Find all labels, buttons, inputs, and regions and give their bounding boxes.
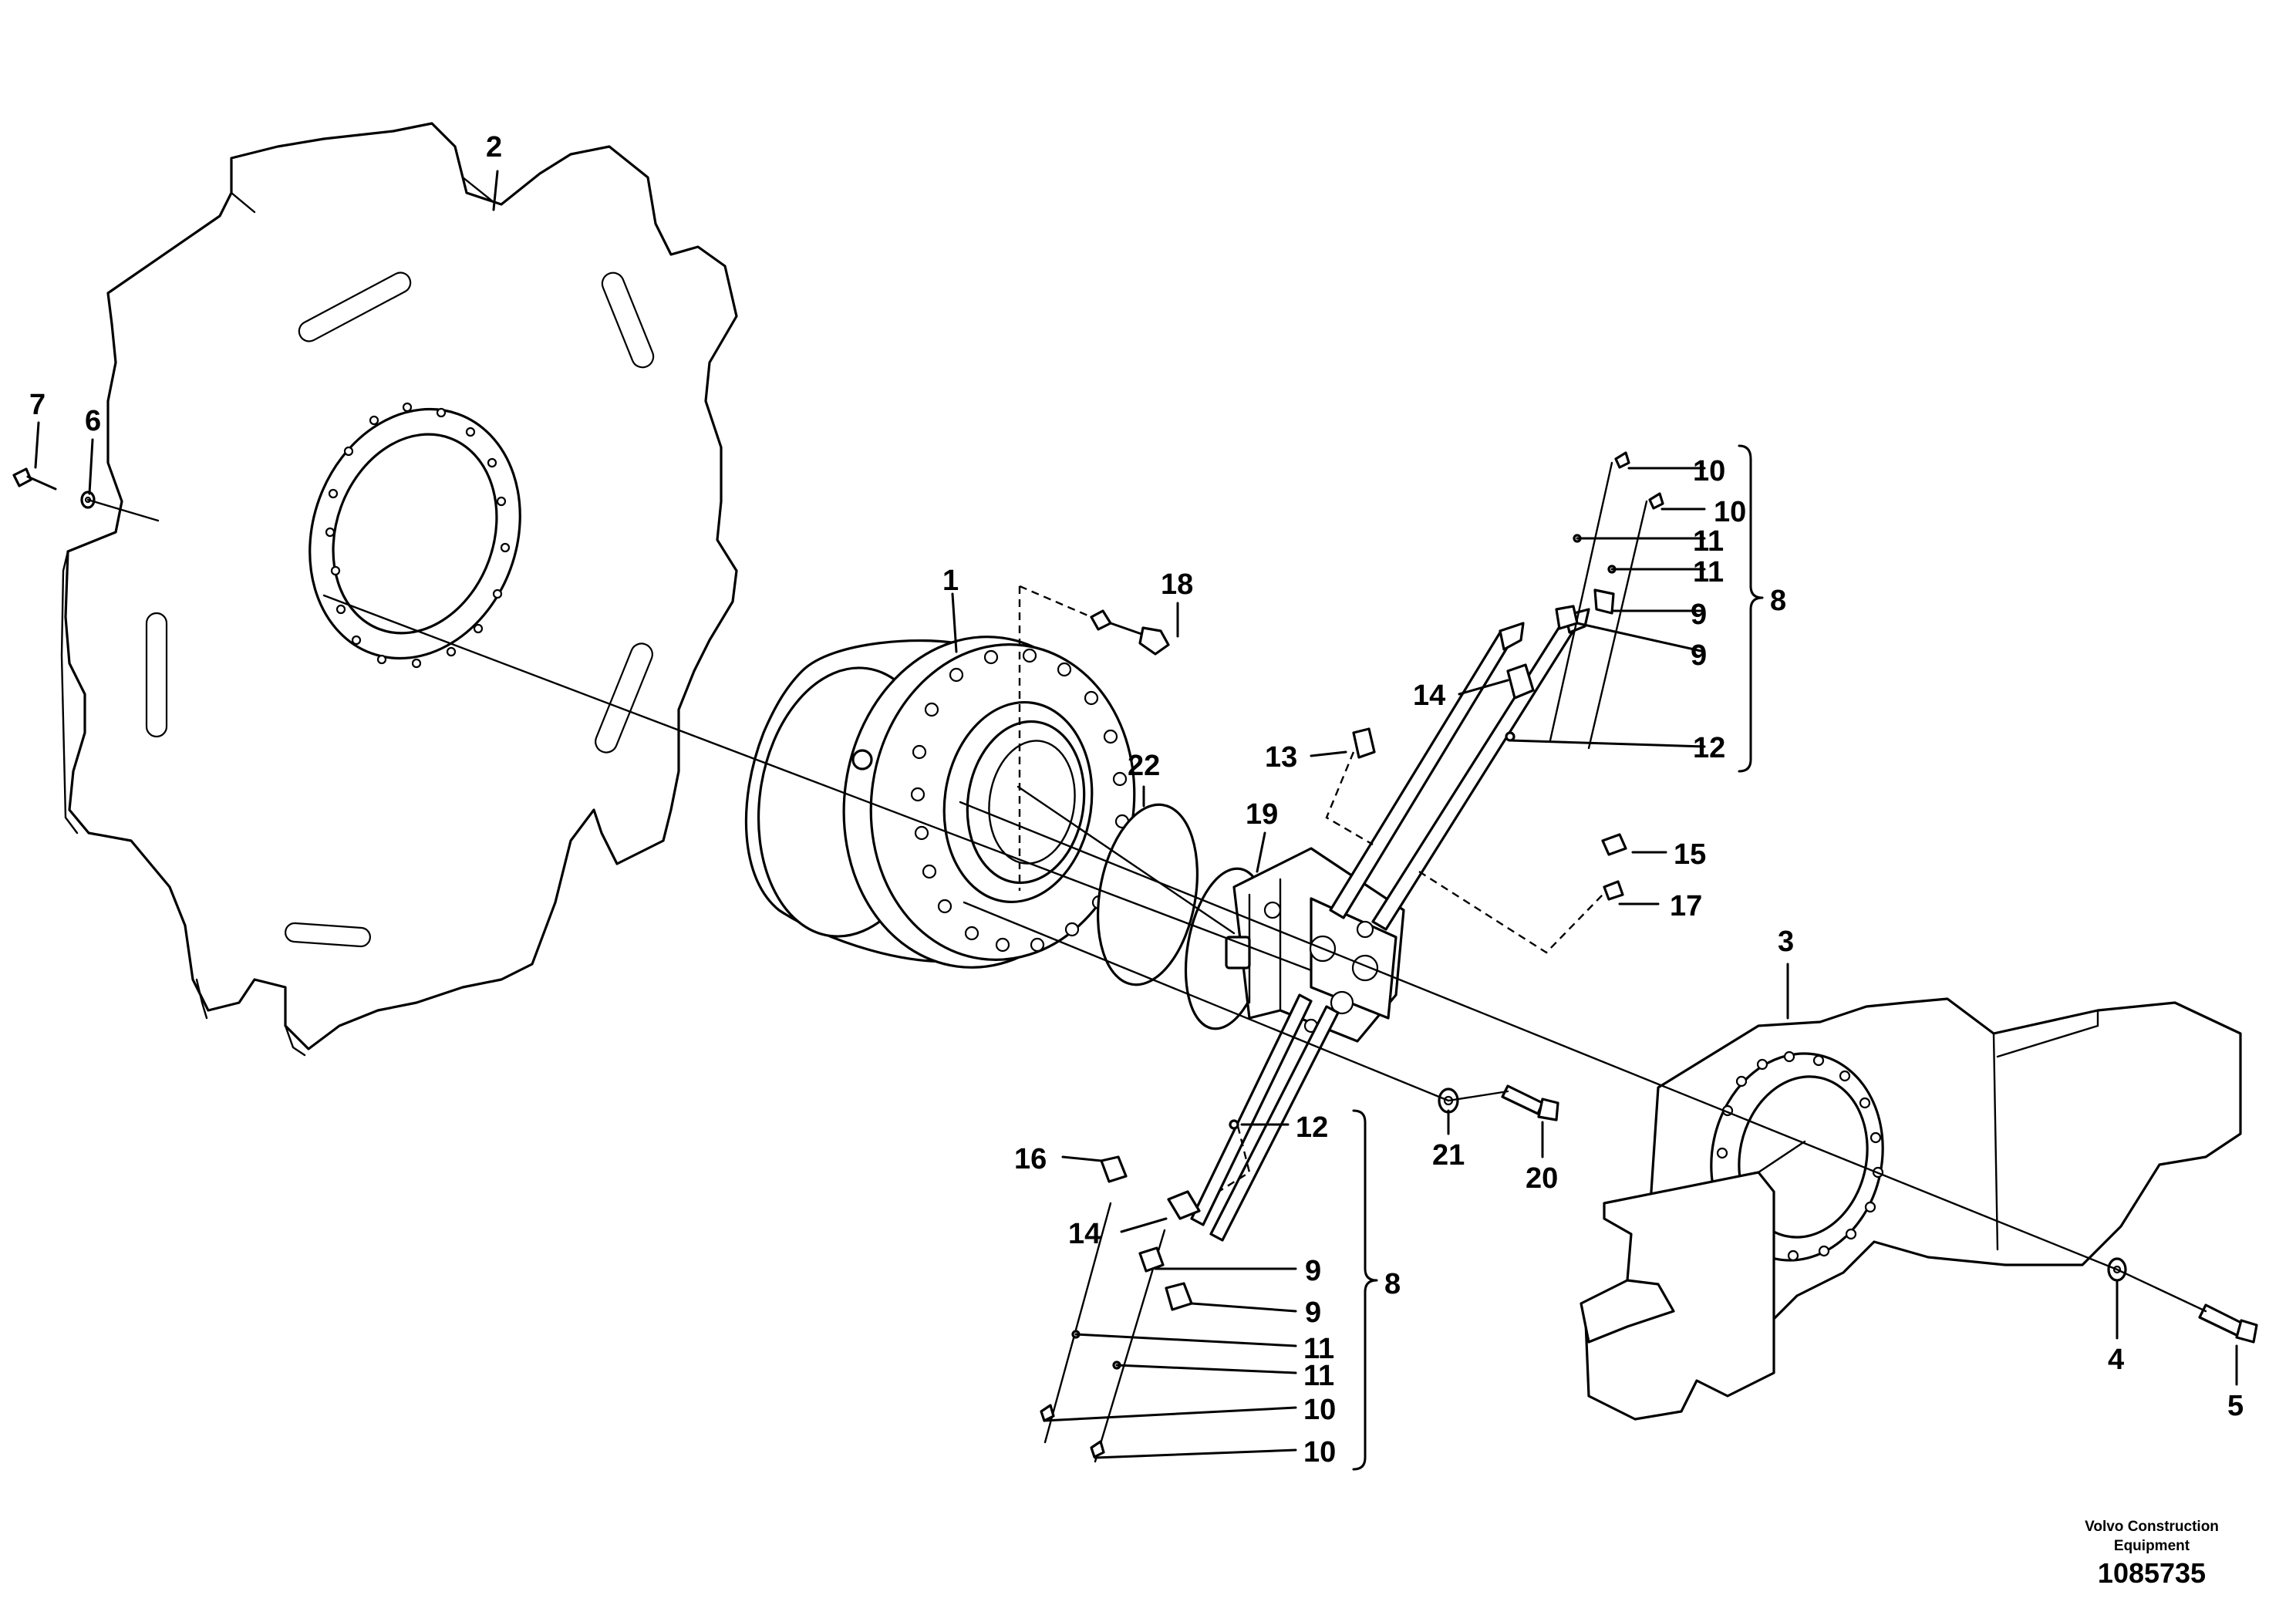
credit-line-1: Volvo Construction: [2085, 1519, 2219, 1535]
callout-18: 18: [1161, 568, 1193, 601]
callout-10-bot-b: 10: [1303, 1436, 1336, 1469]
assembly-axis-lines: [86, 498, 2207, 1313]
callout-9-top-a: 9: [1691, 599, 1707, 631]
fittings-top: [1352, 451, 1664, 901]
callout-3: 3: [1778, 926, 1794, 958]
callout-11-top-a: 11: [1693, 525, 1724, 558]
callout-15: 15: [1674, 838, 1706, 871]
callout-19: 19: [1246, 798, 1278, 831]
bracket-bolt-holes: [1716, 1050, 1884, 1262]
callout-20: 20: [1526, 1162, 1558, 1195]
diagram-footer: Volvo Construction Equipment 1085735: [2085, 1519, 2219, 1589]
fitting-18: [1090, 609, 1170, 656]
credit-line-2: Equipment: [2114, 1538, 2190, 1554]
bolt-7: [12, 467, 57, 491]
callout-10-top-b: 10: [1714, 496, 1746, 528]
callout-14-bot: 14: [1068, 1218, 1101, 1250]
callout-17: 17: [1670, 890, 1702, 922]
callout-11-bot-a: 11: [1303, 1333, 1334, 1365]
callout-9-top-b: 9: [1691, 639, 1707, 672]
callout-1: 1: [942, 565, 959, 597]
callout-12-top: 12: [1693, 732, 1725, 764]
callout-2: 2: [486, 131, 502, 164]
callout-5: 5: [2227, 1390, 2244, 1422]
callout-10-bot-a: 10: [1303, 1394, 1336, 1426]
bolt-5: [2198, 1303, 2258, 1344]
callout-9-bot-b: 9: [1305, 1297, 1321, 1329]
callout-14-top: 14: [1413, 679, 1445, 712]
mounting-bracket: [1580, 997, 2242, 1421]
callout-4: 4: [2108, 1344, 2124, 1376]
final-drive-hub: [744, 636, 1136, 969]
callout-8-top: 8: [1770, 585, 1786, 617]
callout-21: 21: [1432, 1139, 1465, 1172]
hub-bolt-holes: [910, 648, 1130, 953]
callout-16: 16: [1014, 1143, 1047, 1175]
callout-labels: 1 2 3 4 5 6 7 8 8 9 9 9 9 10 10 10 10 11…: [29, 131, 2244, 1469]
callout-11-top-b: 11: [1693, 556, 1724, 588]
plate-bolt-holes: [325, 402, 511, 669]
hose-assembly-top: [1329, 461, 1648, 931]
bolt-20: [1501, 1084, 1559, 1121]
dashed-leader-lines: [1018, 585, 1603, 1193]
callout-13: 13: [1265, 741, 1297, 774]
callout-7: 7: [29, 389, 46, 421]
fittings-bottom: [1040, 1119, 1239, 1458]
seal-ring: [1096, 803, 1199, 986]
callout-6: 6: [85, 405, 101, 437]
callout-12-bot: 12: [1296, 1111, 1328, 1144]
callout-leaders: [34, 170, 2238, 1471]
callout-8-bottom: 8: [1384, 1268, 1401, 1300]
sprocket-plate: [60, 122, 738, 1057]
callout-10-top-a: 10: [1693, 455, 1725, 487]
callout-9-bot-a: 9: [1305, 1255, 1321, 1287]
callout-11-bot-b: 11: [1303, 1360, 1334, 1392]
document-number: 1085735: [2098, 1557, 2206, 1589]
callout-22: 22: [1128, 750, 1160, 782]
